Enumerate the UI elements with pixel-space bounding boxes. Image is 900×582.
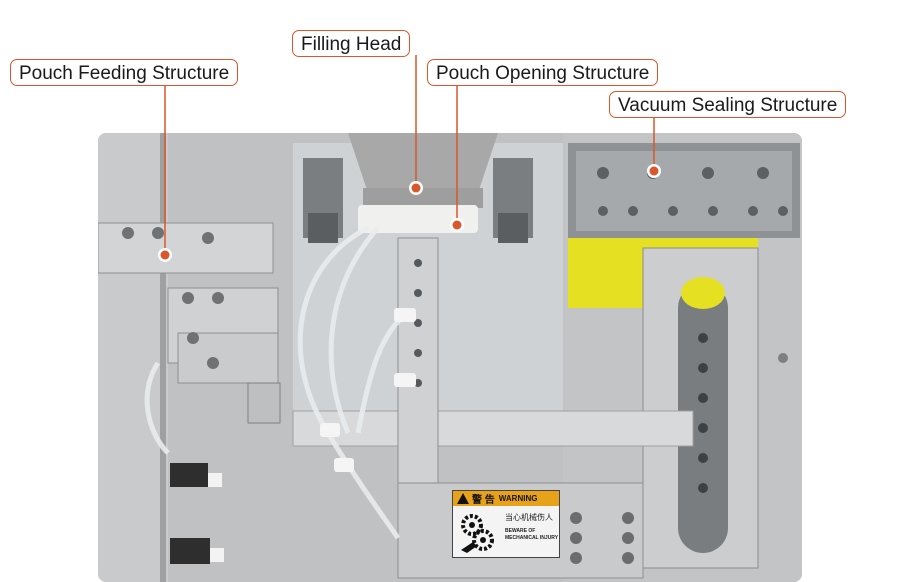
label-vacuum-sealing-structure: Vacuum Sealing Structure bbox=[609, 91, 847, 118]
warning-header: 警 告 WARNING bbox=[453, 491, 559, 506]
label-pouch-opening-structure: Pouch Opening Structure bbox=[427, 59, 659, 86]
warning-line-1: BEWARE OF bbox=[505, 528, 536, 534]
warning-title-cn: 警 告 bbox=[472, 495, 495, 506]
label-filling-head: Filling Head bbox=[292, 30, 411, 57]
warning-triangle-icon bbox=[457, 493, 469, 504]
warning-title-en: WARNING bbox=[498, 494, 538, 503]
warning-text-en: BEWARE OF MECHANICAL INJURY bbox=[505, 528, 558, 542]
label-pouch-feeding-structure: Pouch Feeding Structure bbox=[10, 59, 239, 86]
warning-line-2: MECHANICAL INJURY bbox=[505, 535, 559, 541]
warning-subtitle-cn: 当心机械伤人 bbox=[505, 513, 553, 522]
warning-sign: 警 告 WARNING 当心机械伤人 BEWARE OF MECHANICAL … bbox=[452, 490, 560, 558]
machine-illustration bbox=[98, 133, 802, 582]
gears-hand-icon bbox=[461, 514, 494, 553]
machine-photo bbox=[98, 133, 802, 582]
